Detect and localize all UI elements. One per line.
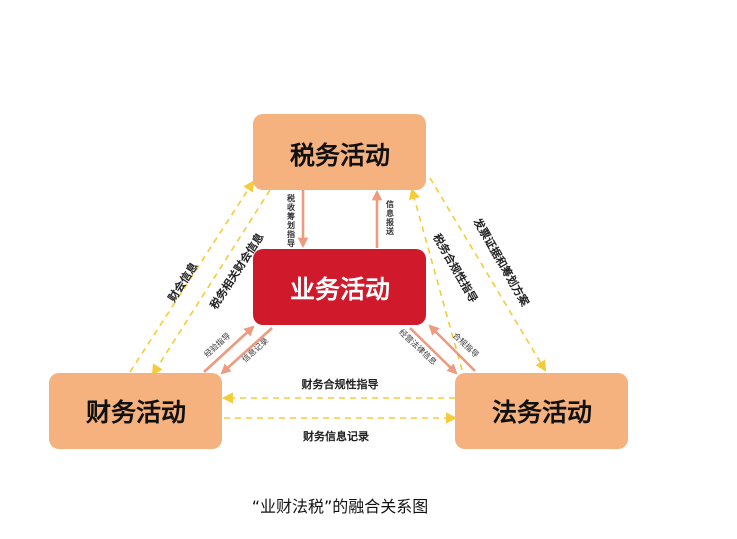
diagram-caption: “业财法税”的融合关系图 bbox=[252, 497, 429, 516]
node-tax-label: 税务活动 bbox=[290, 141, 390, 170]
label-finance-to-law: 财务信息记录 bbox=[302, 429, 369, 443]
node-business: 业务活动 bbox=[253, 249, 426, 325]
dashed-arrows bbox=[129, 177, 547, 424]
arrow-tax-to-law bbox=[429, 177, 547, 372]
node-law: 法务活动 bbox=[455, 373, 628, 449]
node-law-label: 法务活动 bbox=[492, 398, 592, 427]
arrow-business-to-law bbox=[409, 327, 458, 375]
node-finance: 财务活动 bbox=[49, 373, 222, 449]
arrow-business-to-finance bbox=[220, 327, 273, 375]
label-business-to-tax: 信息报送 bbox=[385, 199, 395, 236]
node-tax: 税务活动 bbox=[253, 114, 426, 190]
arrow-finance-to-business bbox=[203, 325, 255, 373]
solid-arrows bbox=[203, 189, 476, 375]
label-finance-to-tax: 财会信息 bbox=[164, 260, 200, 305]
arrow-law-to-tax bbox=[409, 187, 463, 371]
node-business-box bbox=[253, 249, 426, 325]
label-finance-to-business: 经验指导 bbox=[202, 330, 232, 359]
node-law-box bbox=[455, 373, 628, 449]
arrow-tax-to-finance bbox=[151, 189, 271, 376]
node-tax-box bbox=[253, 114, 426, 190]
label-tax-to-law: 税务合规性指导 bbox=[430, 231, 481, 305]
node-finance-box bbox=[49, 373, 222, 449]
label-business-to-law: 经营法律信息 bbox=[397, 327, 439, 367]
label-business-to-finance: 信息记录 bbox=[240, 335, 270, 364]
label-tax-to-business: 税收筹划指导 bbox=[287, 193, 296, 248]
node-finance-label: 财务活动 bbox=[86, 398, 186, 427]
arrow-finance-to-tax bbox=[129, 180, 255, 373]
node-business-label: 业务活动 bbox=[290, 275, 390, 304]
label-law-to-finance: 财务合规性指导 bbox=[301, 377, 379, 391]
arrow-law-to-business bbox=[428, 324, 476, 372]
label-law-to-tax: 发票证据和筹划方案 bbox=[470, 215, 533, 309]
